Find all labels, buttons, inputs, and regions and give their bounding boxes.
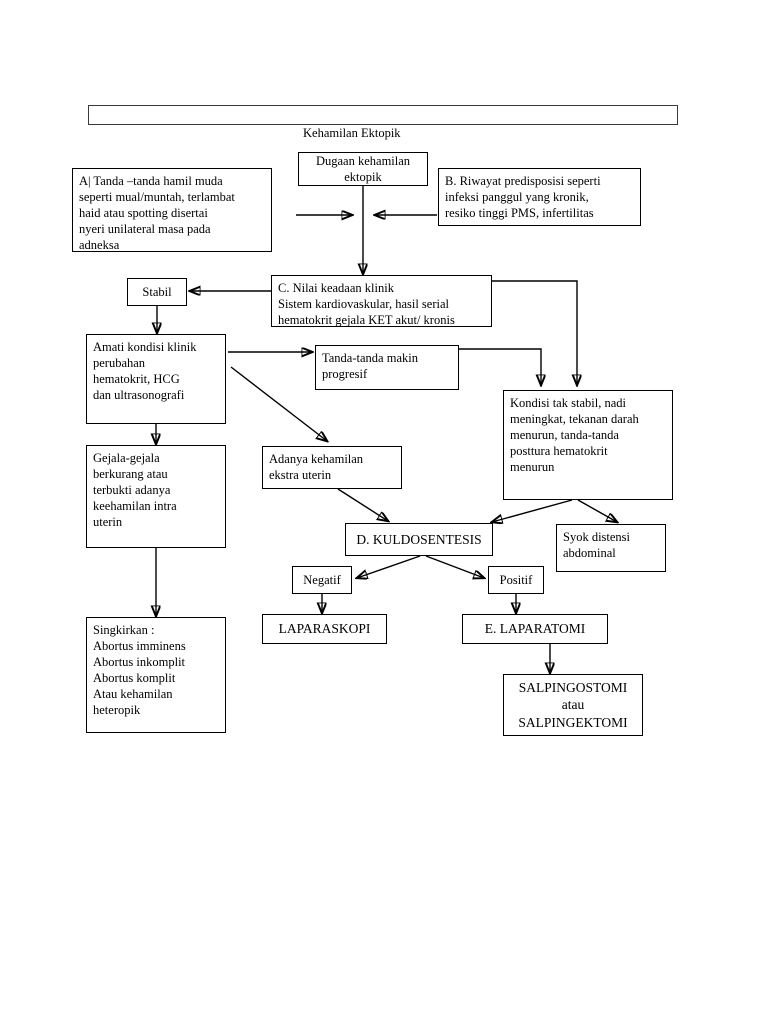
node-riwayat-predisposisi[interactable]: B. Riwayat predisposisi seperti infeksi … <box>438 168 641 226</box>
node-salpingostomi[interactable]: SALPINGOSTOMI atau SALPINGEKTOMI <box>503 674 643 736</box>
edge-kuldo-to-positif <box>425 555 484 578</box>
node-syok-distensi-abdominal[interactable]: Syok distensi abdominal <box>556 524 666 572</box>
node-stabil[interactable]: Stabil <box>127 278 187 306</box>
node-positif[interactable]: Positif <box>488 566 544 594</box>
node-amati-kondisi-klinik[interactable]: Amati kondisi klinik perubahan hematokri… <box>86 334 226 424</box>
node-laparaskopi[interactable]: LAPARASKOPI <box>262 614 387 644</box>
header-banner <box>88 105 678 125</box>
node-nilai-keadaan-klinik[interactable]: C. Nilai keadaan klinik Sistem kardiovas… <box>271 275 492 327</box>
node-gejala-berkurang[interactable]: Gejala-gejala berkurang atau terbukti ad… <box>86 445 226 548</box>
edge-kuldo-to-negatif <box>357 555 421 578</box>
node-dugaan-kehamilan-ektopik[interactable]: Dugaan kehamilan ektopik <box>298 152 428 186</box>
node-tanda-tanda-makin-progresif[interactable]: Tanda-tanda makin progresif <box>315 345 459 390</box>
node-kondisi-tak-stabil[interactable]: Kondisi tak stabil, nadi meningkat, teka… <box>503 390 673 500</box>
node-laparatomi[interactable]: E. LAPARATOMI <box>462 614 608 644</box>
node-kuldosentesis[interactable]: D. KULDOSENTESIS <box>345 523 493 556</box>
node-singkirkan[interactable]: Singkirkan : Abortus imminens Abortus in… <box>86 617 226 733</box>
edge-kondisi-to-kuldo <box>492 499 573 522</box>
node-adanya-kehamilan-ekstra-uterin[interactable]: Adanya kehamilan ekstra uterin <box>262 446 402 489</box>
edge-kondisi-to-syok <box>577 499 617 522</box>
page-title: Kehamilan Ektopik <box>303 126 401 140</box>
node-negatif[interactable]: Negatif <box>292 566 352 594</box>
node-tanda-tanda-hamil-muda[interactable]: A| Tanda –tanda hamil muda seperti mual/… <box>72 168 272 252</box>
edge-c-to-kondisi <box>492 280 577 385</box>
edge-adanya-to-kuldo <box>337 488 388 521</box>
edge-progresif-to-kondisi <box>459 348 541 385</box>
edge-amati-to-adanya <box>230 366 327 441</box>
